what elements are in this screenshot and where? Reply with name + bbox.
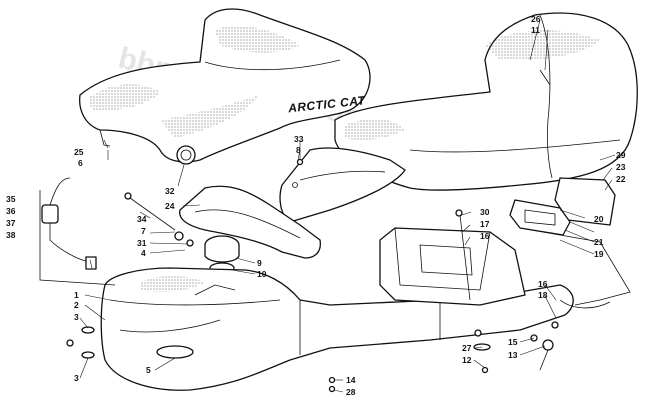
callout-27: 27 [462, 343, 472, 353]
callout-20: 20 [594, 214, 604, 224]
callout-36: 36 [6, 206, 16, 216]
seat-bracket [279, 147, 406, 223]
callout-29: 29 [616, 150, 626, 160]
rear-seat [334, 12, 638, 191]
callout-35: 35 [6, 194, 16, 204]
hardware [66, 158, 559, 393]
callout-33: 33 [294, 134, 304, 144]
callout-19: 19 [594, 249, 604, 259]
callout-16-lower: 16 [538, 279, 548, 289]
callout-11: 11 [531, 25, 540, 35]
callout-3-lower: 3 [74, 373, 79, 383]
callout-3: 3 [74, 312, 79, 322]
front-seat: ARCTIC CAT [79, 8, 371, 163]
callout-32: 32 [165, 186, 175, 196]
callout-23: 23 [616, 162, 626, 172]
callout-18: 18 [538, 290, 548, 300]
callout-22: 22 [616, 174, 626, 184]
callout-21: 21 [594, 237, 604, 247]
side-panel [179, 185, 321, 259]
callout-28: 28 [346, 387, 356, 397]
callout-12: 12 [462, 355, 472, 365]
callout-7: 7 [141, 226, 146, 236]
callout-26: 26 [531, 14, 541, 24]
gas-cap [204, 235, 240, 274]
taillight [509, 177, 616, 236]
callout-34: 34 [137, 214, 147, 224]
callout-24: 24 [165, 201, 175, 211]
wiring-harness [519, 227, 631, 371]
filler-cap [176, 145, 196, 165]
callout-17: 17 [480, 219, 490, 229]
callout-1: 1 [74, 290, 79, 300]
callout-38: 38 [6, 230, 16, 240]
callout-2: 2 [74, 300, 79, 310]
callout-15: 15 [508, 337, 518, 347]
callout-13: 13 [508, 350, 518, 360]
fuel-sender [39, 177, 116, 286]
rear-tunnel-box [379, 227, 526, 306]
leader-lines [79, 19, 616, 393]
callout-16: 16 [480, 231, 490, 241]
callout-10: 10 [257, 269, 267, 279]
callout-37: 37 [6, 218, 16, 228]
callout-31: 31 [137, 238, 147, 248]
callout-25: 25 [74, 147, 84, 157]
callout-5: 5 [146, 365, 151, 375]
callout-30: 30 [480, 207, 490, 217]
callout-4: 4 [141, 248, 146, 258]
callout-numbers: 26 11 25 6 32 33 8 29 23 22 35 36 37 38 … [6, 14, 626, 397]
callout-6: 6 [78, 158, 83, 168]
callout-14: 14 [346, 375, 356, 385]
callout-9: 9 [257, 258, 262, 268]
callout-8: 8 [296, 145, 301, 155]
